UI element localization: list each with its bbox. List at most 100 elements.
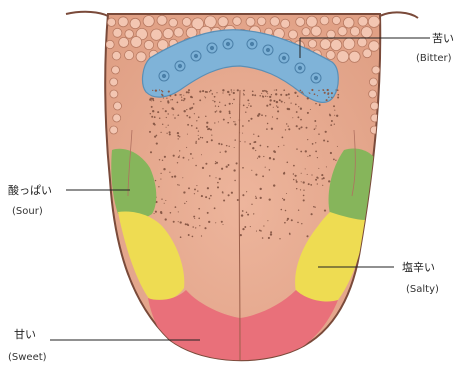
papilla-bump: [338, 27, 347, 36]
surface-dot: [193, 216, 195, 218]
surface-dot: [311, 213, 313, 215]
surface-dot: [331, 120, 333, 122]
surface-dot: [154, 116, 156, 118]
surface-dot: [293, 179, 295, 181]
surface-dot: [169, 133, 171, 135]
surface-dot: [173, 155, 175, 157]
surface-dot: [158, 186, 159, 187]
surface-dot: [291, 219, 293, 221]
surface-dot: [259, 95, 261, 97]
papilla-bump: [136, 52, 146, 62]
surface-dot: [237, 89, 239, 91]
surface-dot: [314, 128, 316, 130]
surface-dot: [271, 128, 273, 130]
surface-dot: [156, 135, 158, 137]
surface-dot: [296, 111, 298, 113]
surface-dot: [210, 129, 212, 131]
surface-dot: [289, 97, 290, 98]
surface-dot: [253, 213, 254, 214]
papilla-bump: [107, 18, 115, 26]
surface-dot: [168, 125, 169, 126]
surface-dot: [265, 167, 266, 168]
papilla-bump: [361, 27, 372, 38]
surface-dot: [234, 123, 236, 125]
surface-dot: [201, 195, 203, 197]
surface-dot: [275, 93, 277, 95]
papilla-bump: [151, 29, 162, 40]
surface-dot: [217, 186, 219, 188]
surface-dot: [234, 121, 235, 122]
surface-dot: [262, 95, 263, 96]
surface-dot: [307, 139, 308, 140]
papilla-bump: [169, 18, 178, 27]
surface-dot: [163, 98, 164, 99]
surface-dot: [314, 120, 316, 122]
surface-dot: [316, 125, 317, 126]
surface-dot: [229, 103, 231, 105]
surface-dot: [215, 111, 217, 113]
surface-dot: [278, 146, 279, 147]
surface-dot: [215, 163, 217, 165]
surface-dot: [318, 168, 319, 169]
surface-dot: [314, 93, 316, 95]
surface-dot: [301, 223, 302, 224]
papilla-bump: [337, 51, 349, 63]
surface-dot: [201, 154, 202, 155]
surface-dot: [183, 100, 184, 101]
surface-dot: [330, 152, 332, 154]
surface-dot: [285, 129, 286, 130]
surface-dot: [214, 122, 215, 123]
surface-dot: [204, 227, 206, 229]
surface-dot: [282, 137, 284, 139]
surface-dot: [226, 145, 228, 147]
surface-dot: [312, 143, 314, 145]
surface-dot: [223, 119, 225, 121]
surface-dot: [307, 97, 309, 99]
surface-dot: [267, 123, 268, 124]
surface-dot: [273, 150, 275, 152]
papilla-bump: [363, 49, 372, 58]
surface-dot: [280, 94, 282, 96]
surface-dot: [154, 213, 155, 214]
surface-dot: [228, 164, 230, 166]
surface-dot: [261, 114, 263, 116]
surface-dot: [196, 127, 198, 129]
surface-dot: [303, 181, 305, 183]
surface-dot: [322, 89, 324, 91]
surface-dot: [210, 195, 212, 197]
surface-dot: [223, 199, 225, 201]
surface-dot: [187, 134, 188, 135]
surface-dot: [337, 94, 339, 96]
surface-dot: [211, 135, 212, 136]
surface-dot: [198, 135, 199, 136]
surface-dot: [229, 146, 230, 147]
surface-dot: [267, 220, 268, 221]
vallate-papilla-center: [178, 64, 181, 67]
surface-dot: [267, 146, 269, 148]
surface-dot: [281, 209, 283, 211]
surface-dot: [199, 91, 201, 93]
surface-dot: [243, 90, 245, 92]
surface-dot: [296, 181, 298, 183]
surface-dot: [327, 140, 329, 142]
surface-dot: [219, 102, 220, 103]
surface-dot: [324, 92, 326, 94]
surface-dot: [226, 166, 228, 168]
surface-dot: [199, 99, 201, 101]
surface-dot: [181, 99, 183, 101]
surface-dot: [232, 103, 233, 104]
surface-dot: [162, 160, 163, 161]
surface-dot: [253, 141, 255, 143]
surface-dot: [160, 179, 161, 180]
surface-dot: [186, 201, 187, 202]
surface-dot: [206, 141, 208, 143]
papilla-bump: [270, 17, 279, 26]
surface-dot: [230, 117, 231, 118]
surface-dot: [159, 159, 160, 160]
papilla-bump: [369, 90, 377, 98]
surface-dot: [305, 168, 306, 169]
surface-dot: [177, 162, 178, 163]
surface-dot: [287, 108, 289, 110]
surface-dot: [254, 94, 256, 96]
surface-dot: [244, 141, 245, 142]
